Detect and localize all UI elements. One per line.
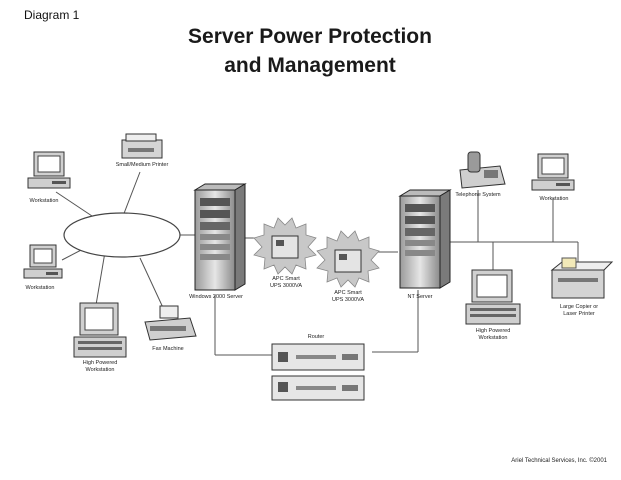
telephone-label: Telephone System <box>455 192 501 198</box>
hp-workstation-right-label: High Powered Workstation <box>466 328 520 342</box>
copier-icon <box>550 257 614 299</box>
hp-workstation-right-icon <box>465 269 521 325</box>
copier-label: Large Copier or Laser Printer <box>550 304 608 318</box>
hp-workstation-right-line-2: Workstation <box>478 335 508 341</box>
router-label: Router <box>307 334 325 340</box>
copier-line-2: Laser Printer <box>563 311 595 317</box>
ups-right-label: APC Smart UPS 3000VA <box>326 290 370 304</box>
router-icon <box>271 343 365 401</box>
ups-right-icon <box>316 230 380 288</box>
copier-line-1: Large Copier or <box>559 304 599 310</box>
hp-workstation-right-line-1: High Powered <box>475 328 511 334</box>
hp-workstation-left-line-2: Workstation <box>85 367 115 373</box>
workstation-right-label: Workstation <box>539 196 569 202</box>
printer-label: Small/Medium Printer <box>115 162 169 168</box>
ups-right-line-2: UPS 3000VA <box>331 297 364 303</box>
printer-icon <box>121 133 163 159</box>
windows-server-label: Windows 2000 Server <box>189 294 243 300</box>
hp-workstation-left-icon <box>73 302 127 358</box>
workstation-left-icon <box>23 244 63 279</box>
workstation-top-icon <box>27 151 71 189</box>
nt-server-label: NT Server <box>407 294 433 300</box>
hp-workstation-left-label: High Powered Workstation <box>74 360 126 374</box>
page-title: Server Power Protection and Management <box>120 22 500 80</box>
diagram-label: Diagram 1 <box>24 8 80 22</box>
fax-machine-label: Fax Machine <box>152 346 184 352</box>
windows-server-icon <box>193 183 247 291</box>
workstation-top-label: Workstation <box>29 198 59 204</box>
fax-machine-icon <box>144 305 197 341</box>
telephone-icon <box>459 151 506 189</box>
title-line-1: Server Power Protection <box>188 25 432 48</box>
ups-left-line-1: APC Smart <box>272 276 300 282</box>
nt-server-icon <box>398 189 452 289</box>
ups-left-label: APC Smart UPS 3000VA <box>264 276 308 290</box>
workstation-right-icon <box>531 153 575 191</box>
hp-workstation-left-line-1: High Powered <box>82 360 118 366</box>
ups-right-line-1: APC Smart <box>334 290 362 296</box>
workstation-left-label: Workstation <box>25 285 55 291</box>
network-cloud <box>63 212 181 258</box>
ups-left-line-2: UPS 3000VA <box>269 283 302 289</box>
footer-credit: Ariel Technical Services, Inc. ©2001 <box>511 458 607 464</box>
title-line-2: and Management <box>224 54 396 77</box>
ups-left-icon <box>253 217 317 275</box>
